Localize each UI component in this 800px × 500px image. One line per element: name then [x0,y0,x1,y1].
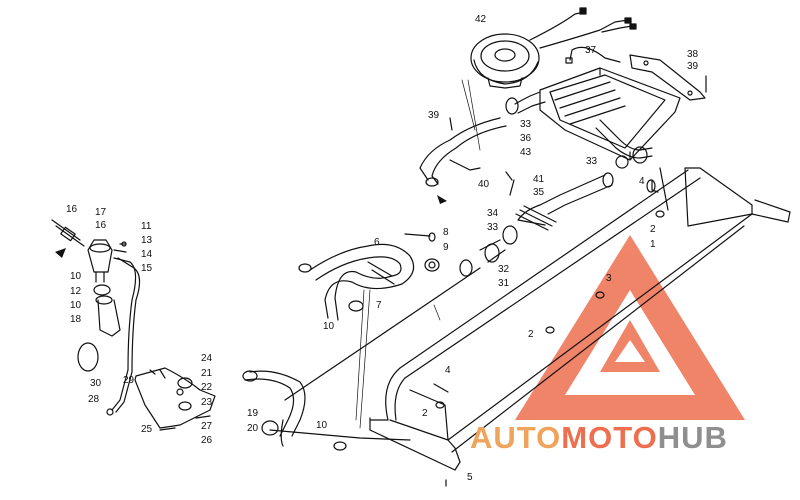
part-number-34: 34 [487,208,499,219]
coolant-reservoir-assembly [51,219,216,431]
part-number-19: 19 [247,408,259,419]
part-number-36: 36 [520,133,532,144]
part-number-9: 9 [443,242,449,253]
long-hose [459,172,614,277]
radiator-bracket [629,54,707,101]
part-number-18: 18 [70,314,82,325]
part-number-39: 39 [428,110,440,121]
leader-lines [355,79,481,429]
part-number-21: 21 [201,368,213,379]
part-number-5: 5 [467,472,473,483]
part-number-30: 30 [90,378,102,389]
fan-assembly [470,7,637,89]
part-number-13: 13 [141,235,153,246]
part-number-28: 28 [88,394,100,405]
part-number-39: 39 [687,61,699,72]
part-number-6: 6 [374,237,380,248]
watermark-logo-text: AUTOMOTOHUB [470,420,728,456]
direction-arrow [55,248,66,258]
part-number-1: 1 [650,239,656,250]
part-number-4: 4 [445,365,451,376]
part-number-41: 41 [533,174,545,185]
part-number-15: 15 [141,263,153,274]
part-number-4: 4 [639,176,645,187]
upper-hoses [419,91,653,187]
lower-tube [242,267,481,447]
part-number-12: 12 [70,286,82,297]
bolt-and-clamp [404,232,440,272]
part-number-35: 35 [533,187,545,198]
watermark-logo-triangle [515,235,745,420]
part-number-33: 33 [586,156,598,167]
part-number-27: 27 [201,421,213,432]
part-number-10: 10 [70,271,82,282]
part-number-3: 3 [606,273,612,284]
hose-6-7 [298,243,415,321]
part-number-31: 31 [498,278,510,289]
part-number-43: 43 [520,147,532,158]
part-number-24: 24 [201,353,213,364]
direction-arrow [437,195,447,204]
part-number-2: 2 [650,224,656,235]
part-number-38: 38 [687,49,699,60]
part-number-42: 42 [475,14,487,25]
part-number-14: 14 [141,249,153,260]
sensor-wire [565,46,621,64]
part-number-37: 37 [585,45,597,56]
part-number-2: 2 [528,329,534,340]
part-number-22: 22 [201,382,213,393]
frame-rail [369,167,791,471]
part-number-10: 10 [70,300,82,311]
part-number-16: 16 [66,204,78,215]
hardware-small-parts [333,117,665,487]
part-number-32: 32 [498,264,510,275]
part-number-10: 10 [316,420,328,431]
part-number-20: 20 [247,423,259,434]
part-number-40: 40 [478,179,490,190]
part-number-23: 23 [201,397,213,408]
watermark-word-auto: AUTO [470,420,562,455]
part-number-25: 25 [141,424,153,435]
part-number-10: 10 [323,321,335,332]
part-number-29: 29 [123,375,135,386]
part-number-33: 33 [487,222,499,233]
radiator [539,67,681,161]
part-number-26: 26 [201,435,213,446]
part-number-8: 8 [443,227,449,238]
part-number-17: 17 [95,207,107,218]
part-number-2: 2 [422,408,428,419]
part-number-33: 33 [520,119,532,130]
watermark-word-hub: HUB [657,420,728,455]
part-number-7: 7 [376,300,382,311]
part-number-16: 16 [95,220,107,231]
watermark-word-moto: MOTO [561,420,658,455]
part-number-11: 11 [141,221,152,232]
